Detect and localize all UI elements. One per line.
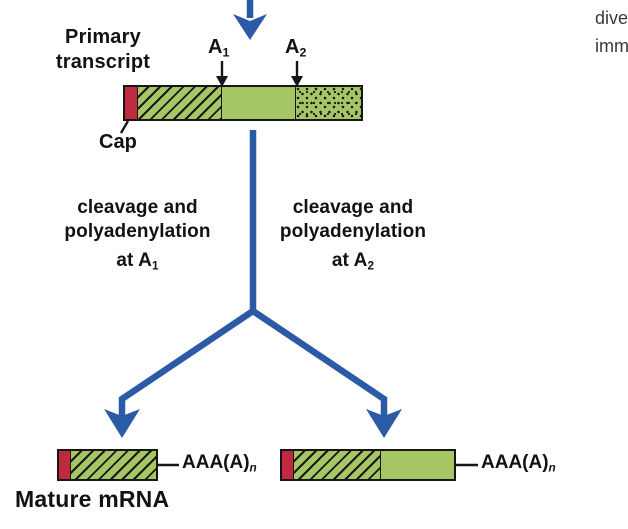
- branch-left-line3-subscript: 1: [151, 259, 159, 273]
- adjacent-column-text-fragment: dive imm: [595, 4, 628, 60]
- mature-mrna-a2-bar: [280, 449, 456, 481]
- mature-mrna-label: Mature mRNA: [15, 486, 170, 512]
- site-a1-base: A: [208, 36, 223, 58]
- site-a2-base: A: [285, 36, 300, 58]
- primary-transcript-label-line1: Primary: [65, 26, 141, 48]
- polya-tail-right-label: AAA(A)n: [481, 452, 556, 474]
- hatched-segment: [70, 451, 156, 479]
- cap-segment: [125, 87, 137, 119]
- primary-transcript-label: Primary transcript: [28, 25, 178, 75]
- cap-segment: [59, 451, 70, 479]
- primary-transcript-bar: [123, 85, 363, 121]
- hatched-segment: [293, 451, 380, 479]
- branch-right-label: cleavage and polyadenylation at A2: [258, 196, 448, 278]
- site-a2-subscript: 2: [299, 45, 307, 60]
- solid-green-segment: [380, 451, 454, 479]
- branch-left-arrow-shaft: [118, 130, 257, 418]
- cap-leader-line: [119, 120, 130, 134]
- branch-left-line3: at A1: [30, 249, 245, 278]
- solid-green-segment: [221, 87, 295, 119]
- stippled-segment: [295, 87, 361, 119]
- cap-segment: [282, 451, 293, 479]
- cap-label: Cap: [99, 131, 137, 153]
- site-a1-arrowhead-icon: [216, 76, 228, 87]
- adjacent-column-line2: imm: [595, 36, 628, 56]
- branch-left-line2: polyadenylation: [64, 221, 211, 242]
- branch-left-arrowhead-icon: [104, 409, 140, 438]
- polya-tail-right-subscript: n: [548, 461, 556, 475]
- mature-mrna-a1-bar: [57, 449, 158, 481]
- polya-tail-left-label: AAA(A)n: [182, 452, 257, 474]
- polya-tail-right-base: AAA(A): [481, 452, 549, 473]
- adjacent-column-line1: dive: [595, 8, 628, 28]
- site-a2-label: A2: [285, 36, 306, 59]
- branch-left-line1: cleavage and: [77, 197, 198, 218]
- branch-right-line3: at A2: [258, 249, 448, 278]
- site-a1-label: A1: [208, 36, 229, 59]
- branch-left-label: cleavage and polyadenylation at A1: [30, 196, 245, 278]
- branch-right-line3-base: at A: [331, 250, 368, 271]
- site-a1-subscript: 1: [222, 45, 230, 60]
- branch-right-line3-subscript: 2: [367, 259, 375, 273]
- polya-tail-left-subscript: n: [249, 461, 257, 475]
- polya-tail-left-base: AAA(A): [182, 452, 250, 473]
- branch-right-arrowhead-icon: [366, 409, 402, 438]
- hatched-segment: [137, 87, 221, 119]
- incoming-arrowhead-icon: [233, 14, 267, 40]
- branch-left-line3-base: at A: [116, 250, 152, 271]
- primary-transcript-label-line2: transcript: [55, 51, 151, 73]
- branch-right-arrow-shaft: [251, 308, 388, 418]
- branch-right-line1: cleavage and: [292, 197, 414, 218]
- site-a2-arrowhead-icon: [291, 76, 303, 87]
- branch-right-line2: polyadenylation: [279, 221, 427, 242]
